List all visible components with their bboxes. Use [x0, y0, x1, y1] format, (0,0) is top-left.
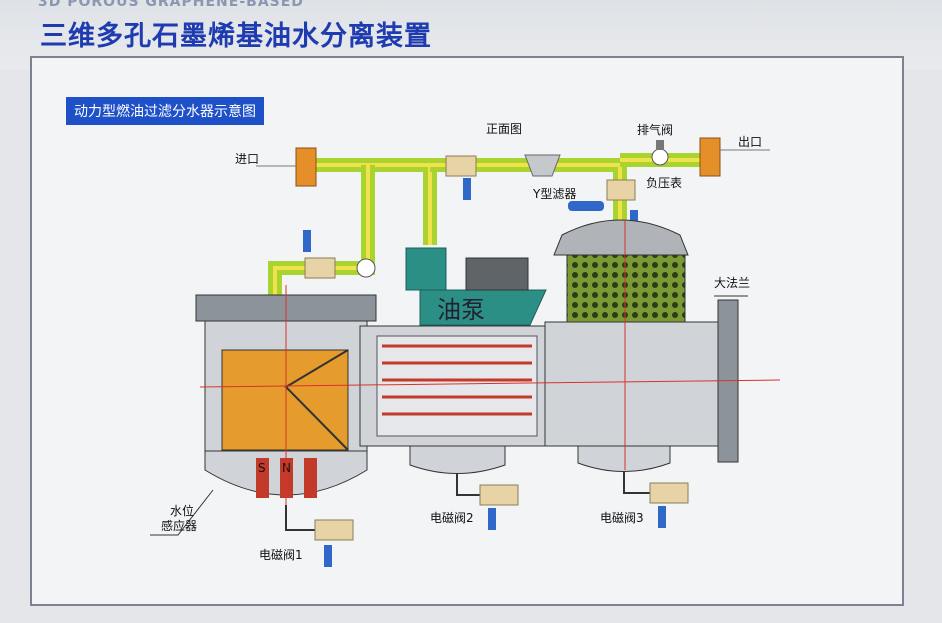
- connector-pipe: [268, 165, 375, 300]
- solenoid-valve-1-label: 电磁阀1: [259, 547, 303, 562]
- left-valve: [303, 230, 336, 279]
- water-level-sensor-label-1: 水位: [170, 503, 194, 518]
- middle-tank: [359, 325, 551, 474]
- outlet-flange: [699, 137, 770, 177]
- top-valve: [445, 155, 477, 200]
- diagram-subtitle: 动力型燃油过滤分水器示意图: [66, 97, 264, 125]
- y-filter: [524, 154, 561, 177]
- water-level-sensor: [150, 489, 214, 536]
- right-tank: [544, 219, 726, 472]
- inlet-flange: [256, 147, 317, 187]
- oil-pump-label: 油泵: [437, 296, 485, 324]
- center-lines: [199, 220, 781, 505]
- coalescing-filter-element: [221, 349, 349, 451]
- outlet-label: 出口: [738, 135, 762, 149]
- solenoid-valve-2: [456, 473, 519, 530]
- big-flange-label: 大法兰: [714, 276, 750, 290]
- vent-valve: [651, 140, 669, 166]
- front-view-label: 正面图: [486, 122, 522, 136]
- page-title: 三维多孔石墨烯基油水分离装置: [40, 21, 432, 52]
- solenoid-valve-3: [623, 471, 689, 528]
- magnet-s-label: S: [258, 461, 266, 475]
- solenoid-valve-3-label: 电磁阀3: [600, 510, 644, 525]
- negative-pressure-gauge-label: 负压表: [646, 176, 682, 190]
- y-filter-label: Y型滤器: [532, 187, 576, 201]
- solenoid-valve-1: [285, 505, 354, 567]
- inlet-label: 进口: [235, 152, 259, 166]
- oil-pump: [405, 247, 547, 326]
- solenoid-valve-2-label: 电磁阀2: [430, 510, 474, 525]
- english-header: 3D POROUS GRAPHENE-BASED: [38, 0, 304, 10]
- y-filter-tag: [568, 201, 604, 211]
- water-level-sensor-label-2: 感应器: [161, 518, 197, 533]
- pressure-gauge-left: [356, 258, 376, 278]
- negative-pressure-valve: [606, 179, 638, 230]
- vent-valve-label: 排气阀: [637, 122, 673, 137]
- big-flange: [714, 295, 748, 463]
